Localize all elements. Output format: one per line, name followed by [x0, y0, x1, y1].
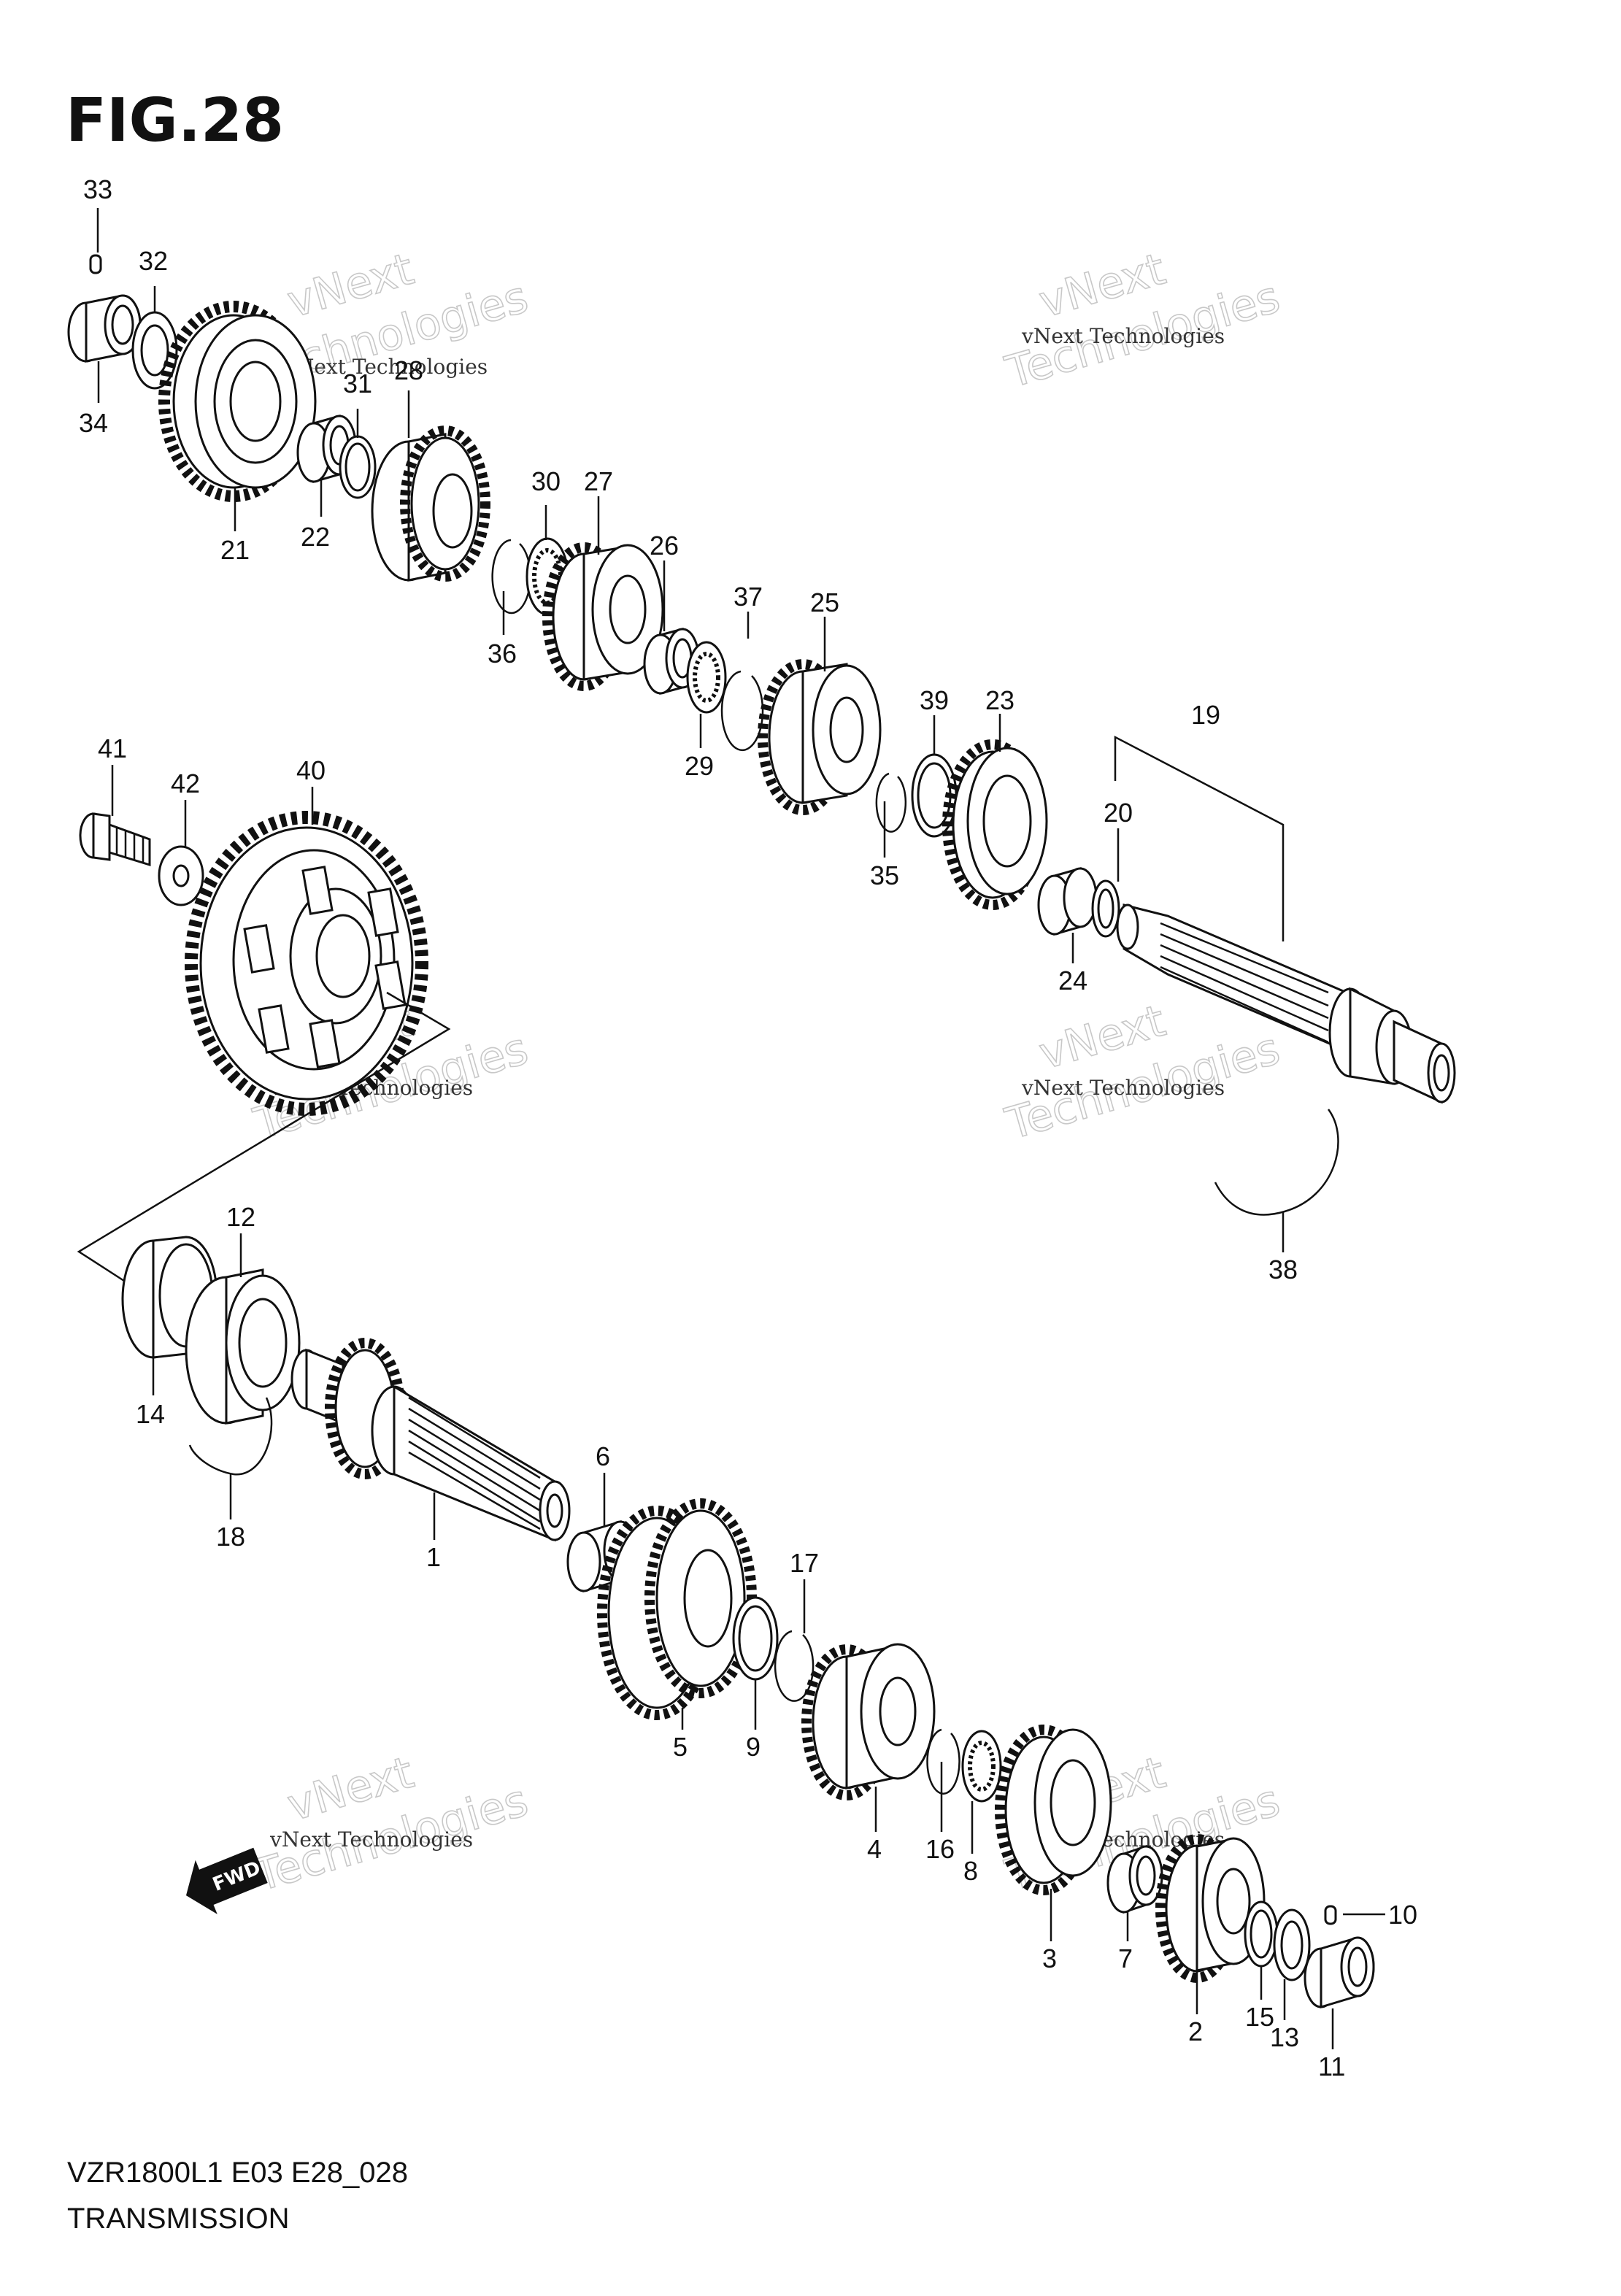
part-35-circlip: [875, 772, 907, 833]
callout-16: 16: [925, 1834, 955, 1864]
callout-2: 2: [1188, 2016, 1203, 2046]
part-9-washer: [732, 1596, 779, 1681]
part-33-pin: [89, 254, 102, 274]
watermark-text: vNext Technologies: [1021, 324, 1225, 348]
part-24-bushing: [1037, 867, 1098, 936]
callout-24: 24: [1058, 966, 1087, 995]
callout-30: 30: [531, 466, 561, 496]
callout-42: 42: [171, 768, 200, 798]
callout-7: 7: [1118, 1943, 1133, 1973]
callout-25: 25: [810, 588, 839, 617]
part-25-gear: [758, 659, 882, 815]
section-name: TRANSMISSION: [67, 2203, 290, 2235]
part-38-circlip: [1214, 1109, 1339, 1216]
model-code: VZR1800L1 E03 E28_028: [67, 2157, 409, 2189]
part-20-washer: [1091, 879, 1120, 938]
callout-8: 8: [963, 1856, 978, 1886]
part-11-bearing: [1304, 1936, 1375, 2009]
callout-35: 35: [870, 860, 899, 890]
bracket-19: [1114, 735, 1285, 941]
callout-33: 33: [83, 174, 112, 204]
part-23-gear: [942, 739, 1048, 910]
callout-40: 40: [296, 755, 326, 785]
callout-6: 6: [596, 1441, 610, 1471]
bracket-40-14: [77, 991, 451, 1282]
part-1-mainshaft: [290, 1338, 571, 1542]
part-42-washer: [158, 845, 204, 906]
part-18-circlip: [188, 1397, 273, 1476]
callout-3: 3: [1042, 1943, 1057, 1973]
watermark-text: vNext Technologies: [269, 1827, 473, 1852]
callout-22: 22: [301, 522, 330, 552]
callout-36: 36: [488, 639, 517, 669]
primary-driven-gear-assembly: [77, 811, 451, 1282]
callout-39: 39: [920, 685, 949, 715]
callout-37: 37: [734, 582, 763, 612]
part-16-circlip: [926, 1728, 960, 1795]
part-5-gear: [597, 1498, 757, 1720]
part-40-gear: [185, 811, 428, 1116]
callout-1: 1: [426, 1542, 441, 1572]
callout-26: 26: [650, 531, 679, 560]
callout-18: 18: [216, 1522, 245, 1552]
part-32-washer: [131, 311, 178, 390]
callout-13: 13: [1270, 2022, 1299, 2052]
part-34-bearing: [67, 294, 142, 363]
callout-labels: 33 32 34 21 22 31 28 30 27 36 26 37 25 2…: [79, 174, 1417, 2081]
part-2-gear: [1155, 1834, 1266, 1983]
part-29-splined-washer: [686, 641, 727, 714]
leader-lines: [96, 208, 1385, 2049]
part-26-bearing: [643, 628, 700, 695]
callout-12: 12: [226, 1202, 255, 1232]
part-27-gear: [542, 542, 664, 691]
part-13-washer: [1273, 1908, 1311, 1981]
countershaft-assembly: [67, 254, 1456, 1216]
part-19-countershaft: [1116, 904, 1456, 1104]
callout-4: 4: [867, 1834, 882, 1864]
callout-41: 41: [98, 733, 127, 763]
callout-17: 17: [790, 1548, 819, 1578]
part-21-gear: [158, 301, 317, 502]
callout-19: 19: [1191, 700, 1220, 730]
callout-10: 10: [1388, 1900, 1417, 1930]
part-15-washer: [1244, 1900, 1279, 1968]
callout-5: 5: [673, 1732, 688, 1762]
part-37-circlip: [720, 670, 764, 752]
callout-38: 38: [1268, 1255, 1298, 1284]
callout-28: 28: [394, 355, 423, 385]
watermark-bottom-left: vNext Technologies vNext Technologies: [247, 1746, 534, 1903]
figure-title: FIG.28: [66, 86, 285, 155]
part-17-circlip: [774, 1630, 815, 1702]
callout-32: 32: [139, 246, 168, 276]
part-31-ring: [339, 435, 377, 499]
callout-31: 31: [343, 369, 372, 398]
watermark-mid-right: vNext Technologies vNext Technologies: [999, 995, 1285, 1151]
callout-34: 34: [79, 408, 108, 438]
callout-20: 20: [1104, 798, 1133, 828]
watermark-text: vNext Technologies: [284, 355, 488, 379]
part-3-gear: [995, 1725, 1112, 1895]
callout-23: 23: [985, 685, 1014, 715]
callout-9: 9: [746, 1732, 761, 1762]
callout-14: 14: [136, 1399, 165, 1429]
callout-15: 15: [1245, 2002, 1274, 2032]
callout-29: 29: [685, 751, 714, 781]
watermark-top-right: vNext Technologies vNext Technologies: [999, 243, 1285, 399]
part-4-gear: [801, 1643, 936, 1800]
part-36-circlip: [491, 539, 531, 615]
part-7-bearing: [1106, 1844, 1163, 1914]
watermark-text: vNext Technologies: [1021, 1076, 1225, 1100]
part-12-bearing: [185, 1268, 301, 1425]
callout-21: 21: [220, 535, 250, 565]
callout-27: 27: [584, 466, 613, 496]
part-10-pin: [1324, 1905, 1337, 1925]
part-8-splined-washer: [961, 1730, 1002, 1803]
part-28-gear: [371, 425, 490, 582]
callout-11: 11: [1318, 2052, 1345, 2081]
mainshaft-assembly: [121, 1236, 1375, 2009]
part-41-bolt: [79, 812, 151, 867]
